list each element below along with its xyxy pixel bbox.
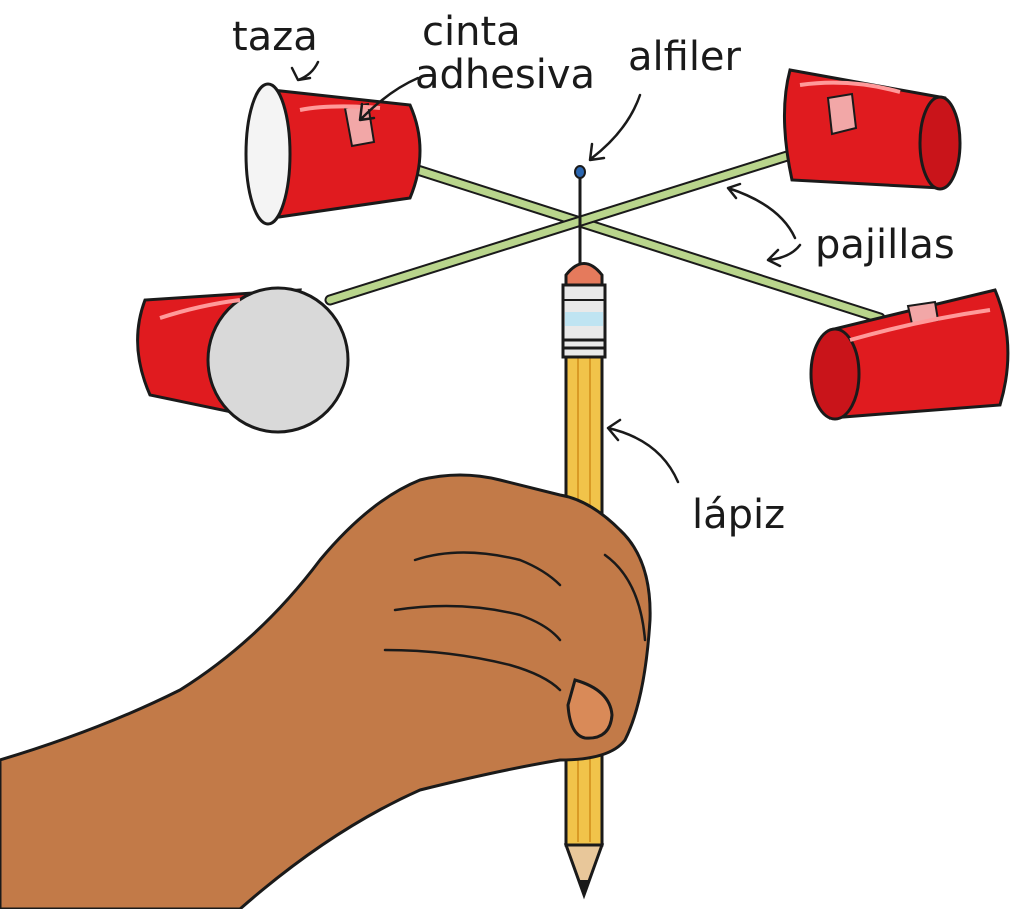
taza-arrow <box>292 62 318 80</box>
cup-top-left <box>246 84 420 224</box>
label-tape-line1: cinta <box>422 9 521 55</box>
hand <box>0 475 650 909</box>
label-cup: taza <box>232 14 318 60</box>
label-tape-line2: adhesiva <box>415 52 595 98</box>
pajillas-arrow-1 <box>728 184 795 238</box>
cup-top-right <box>784 70 960 189</box>
pencil-eraser <box>566 264 602 286</box>
pin-head <box>575 166 585 178</box>
cup-bottom-left <box>138 288 348 432</box>
pajillas-arrow-2 <box>768 245 800 266</box>
label-straws: pajillas <box>815 222 955 268</box>
label-pin: alfiler <box>628 34 742 80</box>
label-pencil: lápiz <box>692 492 785 538</box>
lapiz-arrow <box>608 420 678 482</box>
alfiler-arrow <box>590 95 640 160</box>
